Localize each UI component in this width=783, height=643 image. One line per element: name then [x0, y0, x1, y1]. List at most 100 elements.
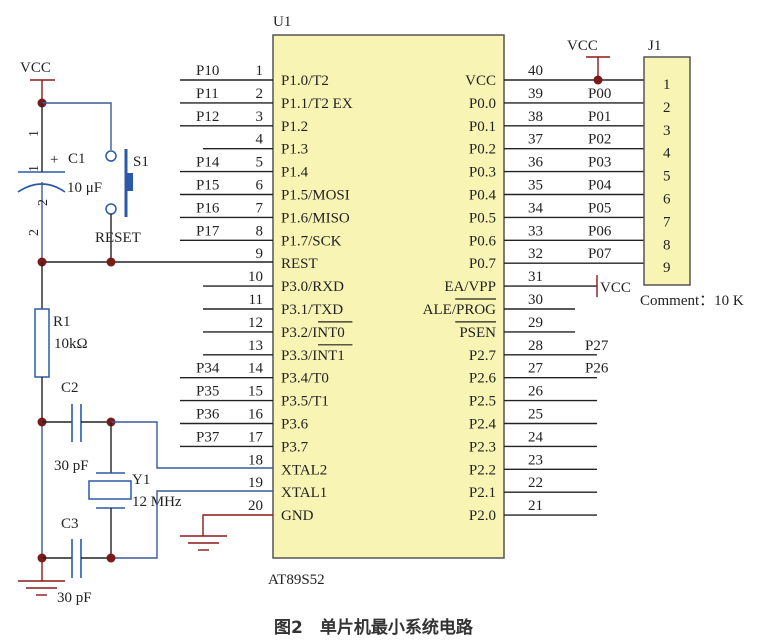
pin-name: P3.0/RXD	[281, 279, 344, 295]
connector-pin-number: 1	[663, 77, 671, 93]
c3-ref: C3	[61, 516, 79, 532]
net-label: P16	[196, 200, 220, 216]
pin-2: 2P1.1/T2 EX P11	[180, 86, 353, 112]
net-label: P11	[196, 86, 219, 102]
pin-name: P0.3	[469, 165, 496, 181]
connector-pin-number: 8	[663, 237, 671, 253]
net-label: P14	[196, 155, 220, 171]
pin-number: 21	[528, 498, 543, 514]
s1-contact-top	[105, 150, 117, 162]
pin-number: 39	[528, 86, 543, 102]
pin-name: P2.2	[469, 462, 496, 478]
pin-number: 18	[248, 452, 263, 468]
net-label: P12	[196, 109, 219, 125]
pin-number: 22	[528, 475, 543, 491]
pin-number: 36	[528, 155, 544, 171]
y1-ref: Y1	[132, 472, 150, 488]
pin-number: 4	[256, 132, 264, 148]
c1-pin-1: 1	[27, 130, 42, 137]
connector-pin-number: 4	[663, 146, 671, 162]
pin-number: 32	[528, 246, 543, 262]
connector-pin-number: 2	[663, 100, 671, 116]
pin-name: P2.5	[469, 394, 496, 410]
pin-6: 6P1.5/MOSI P15	[180, 178, 350, 204]
pin-name: P1.3	[281, 142, 308, 158]
pin-number: 16	[248, 407, 264, 423]
pin-name: P0.7	[469, 256, 497, 272]
pin-number: 37	[528, 132, 544, 148]
pin-name: P3.4/T0	[281, 371, 329, 387]
net-label: P15	[196, 178, 219, 194]
pin-number: 3	[256, 109, 264, 125]
pin-name: P3.1/TXD	[281, 302, 343, 318]
pin-number: 8	[256, 223, 264, 239]
ground-icon	[18, 558, 65, 596]
pin-name: P1.0/T2	[281, 73, 329, 89]
pin-name: PSEN	[459, 325, 496, 341]
pin-name: P1.7/SCK	[281, 233, 342, 249]
reset-circuit: VCC + C1 10 μF 1 1 2 2 S1 RESET R1 1	[17, 60, 273, 422]
junction-dot	[593, 75, 603, 85]
pin-name: P1.5/MOSI	[281, 188, 350, 204]
oscillator-circuit: C2 30 pF Y1 12 MHz C3 30 pF	[18, 380, 273, 606]
net-label: P10	[196, 63, 219, 79]
pin-name: P2.7	[469, 348, 497, 364]
net-label: P27	[585, 338, 609, 354]
pin-number: 6	[256, 178, 264, 194]
net-label: P02	[588, 132, 611, 148]
c3-value: 30 pF	[57, 590, 92, 606]
c2-ref: C2	[61, 380, 79, 396]
net-label: P07	[588, 246, 612, 262]
chip-body	[272, 34, 505, 559]
net-label: P01	[588, 109, 611, 125]
c1-lead-2: 2	[36, 199, 51, 206]
net-label: P05	[588, 200, 611, 216]
pin-number: 13	[248, 338, 263, 354]
vcc-symbol-pin40: VCC	[567, 38, 610, 85]
y1-crystal	[88, 480, 132, 500]
pin-name: P1.1/T2 EX	[281, 96, 353, 112]
pin-number: 26	[528, 384, 544, 400]
net-label: VCC	[600, 280, 631, 296]
pin-number: 2	[256, 86, 264, 102]
pin-number: 9	[256, 246, 264, 262]
pin-number: 23	[528, 452, 543, 468]
net-label: P26	[585, 361, 609, 377]
pin-name: P1.2	[281, 119, 308, 135]
pin-name: REST	[281, 256, 318, 272]
chip-ref: U1	[273, 14, 291, 30]
pin-3: 3P1.2 P12	[180, 109, 308, 135]
pin-number: 10	[248, 269, 263, 285]
connector-pin-number: 9	[663, 260, 671, 276]
pin-name: ALE/PROG	[423, 302, 497, 318]
pin-name: P0.4	[469, 188, 497, 204]
pin-name: XTAL2	[281, 462, 327, 478]
pin-number: 17	[248, 429, 264, 445]
pin-name: P2.4	[469, 417, 497, 433]
pin-name: P3.2/INT0	[281, 325, 345, 341]
s1-button-icon	[126, 173, 133, 191]
connector-pin-number: 5	[663, 169, 671, 185]
c1-value: 10 μF	[67, 180, 102, 196]
net-label: P34	[196, 361, 220, 377]
